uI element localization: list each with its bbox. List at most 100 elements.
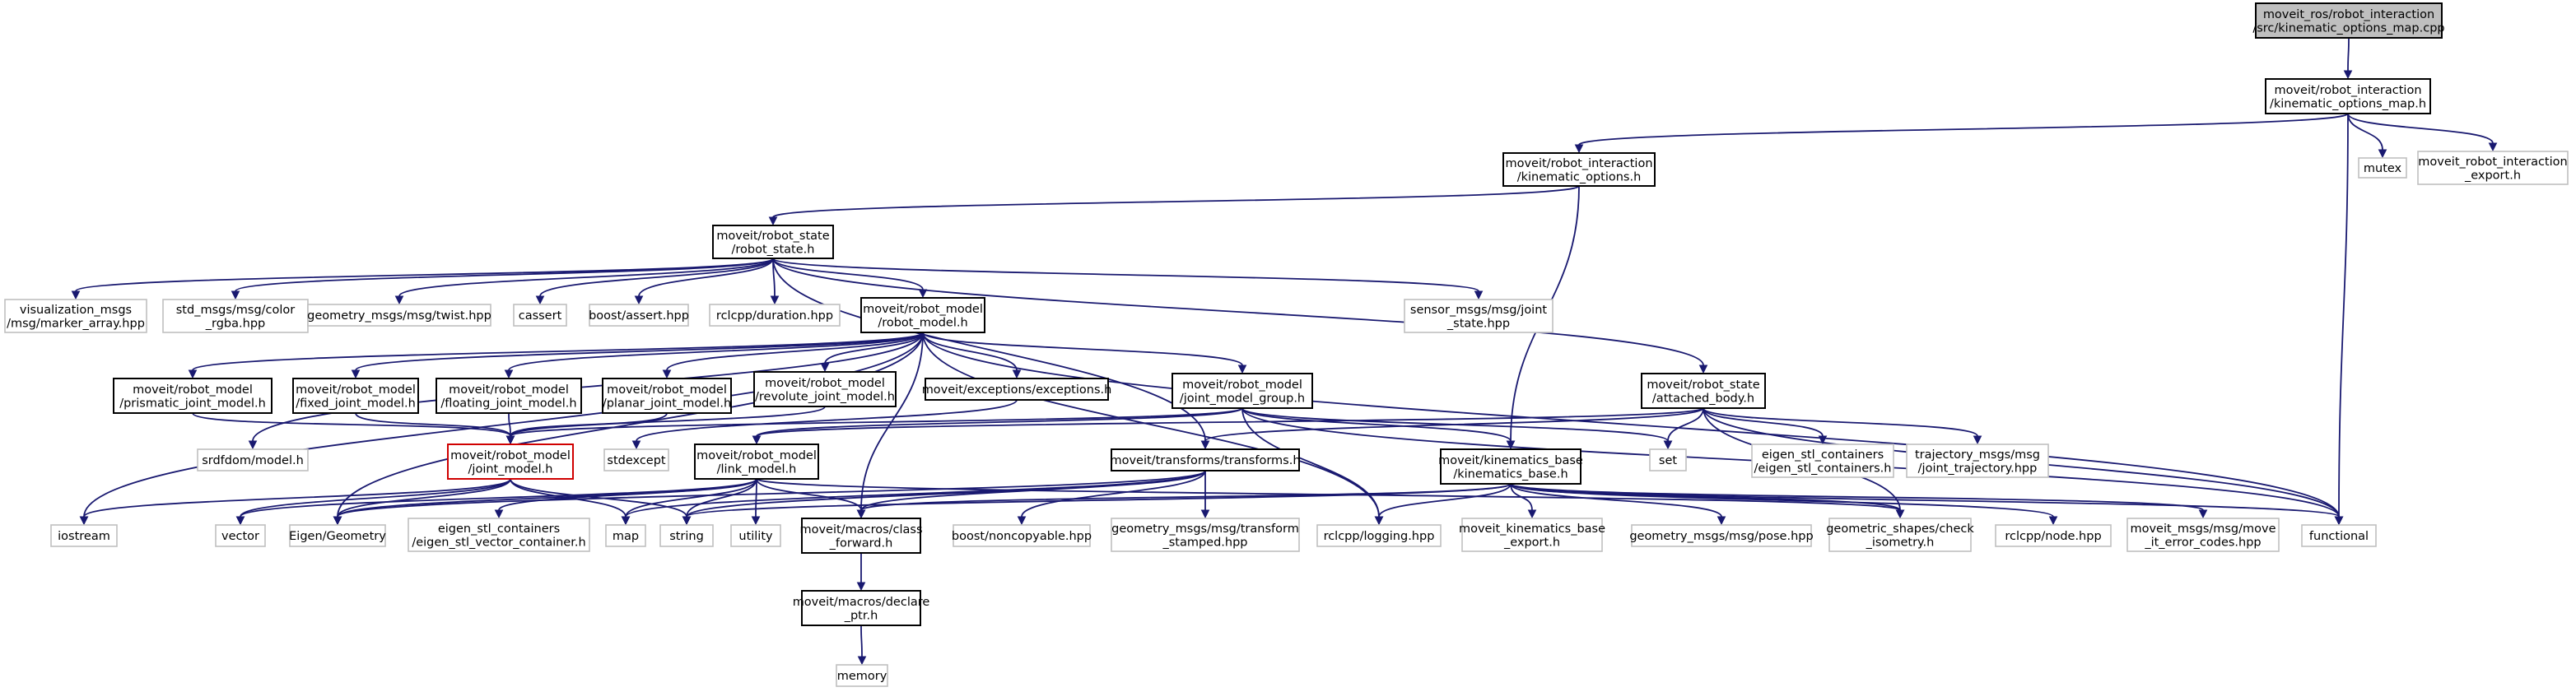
- node-kom[interactable]: moveit/robot_interaction/kinematic_optio…: [2265, 78, 2431, 114]
- edge-jm-to-iostream: [79, 478, 511, 526]
- node-logging[interactable]: rclcpp/logging.hpp: [1316, 524, 1442, 547]
- node-label-line: moveit/robot_model: [449, 383, 569, 397]
- node-traj[interactable]: trajectory_msgs/msg/joint_trajectory.hpp: [1906, 444, 2049, 478]
- node-box: [162, 299, 309, 333]
- node-root[interactable]: moveit_ros/robot_interaction/src/kinemat…: [2252, 2, 2445, 39]
- node-twist[interactable]: geometry_msgs/msg/twist.hpp: [307, 304, 491, 327]
- node-label-line: rclcpp/logging.hpp: [1324, 530, 1435, 543]
- node-ko[interactable]: moveit/robot_interaction/kinematic_optio…: [1502, 152, 1656, 187]
- node-boostassert[interactable]: boost/assert.hpp: [589, 304, 689, 327]
- node-label-line: srdfdom/model.h: [202, 454, 304, 467]
- node-label-line: /joint_model.h: [468, 462, 553, 476]
- node-label-line: /src/kinematic_options_map.cpp: [2252, 21, 2444, 35]
- node-functional[interactable]: functional: [2301, 524, 2377, 547]
- node-rs[interactable]: moveit/robot_state/robot_state.h: [712, 225, 834, 259]
- node-noncopy[interactable]: boost/noncopyable.hpp: [952, 524, 1092, 547]
- node-box: [836, 664, 888, 687]
- node-label-line: moveit/transforms/transforms.h: [1110, 454, 1300, 467]
- node-eigenvec[interactable]: eigen_stl_containers/eigen_stl_vector_co…: [408, 518, 590, 552]
- edge-rs-to-sensor: [772, 258, 1484, 300]
- node-box: [2301, 524, 2377, 547]
- node-box: [1440, 448, 1581, 485]
- node-label-line: mutex: [2364, 162, 2402, 175]
- node-pose[interactable]: geometry_msgs/msg/pose.hpp: [1629, 524, 1814, 547]
- node-label-line: trajectory_msgs/msg: [1915, 448, 2040, 462]
- node-label-line: moveit/macros/class: [799, 523, 922, 536]
- node-jmg[interactable]: moveit/robot_model/joint_model_group.h: [1172, 373, 1313, 409]
- node-box: [589, 304, 689, 327]
- node-label-line: moveit/robot_interaction: [2274, 84, 2421, 97]
- node-kb[interactable]: moveit/kinematics_base/kinematics_base.h: [1438, 448, 1583, 485]
- node-utility[interactable]: utility: [730, 524, 781, 547]
- node-declptr[interactable]: moveit/macros/declare_ptr.h: [793, 590, 930, 626]
- node-tfstamped[interactable]: geometry_msgs/msg/transform_stamped.hpp: [1111, 518, 1300, 552]
- node-label-line: /kinematics_base.h: [1453, 467, 1567, 481]
- node-vector[interactable]: vector: [215, 524, 266, 547]
- node-box: [1995, 524, 2112, 547]
- node-string[interactable]: string: [659, 524, 714, 547]
- node-jm[interactable]: moveit/robot_model/joint_model.h: [447, 444, 574, 480]
- node-label-line: boost/assert.hpp: [589, 309, 689, 323]
- node-classfwd[interactable]: moveit/macros/class_forward.h: [799, 518, 923, 554]
- node-mutex[interactable]: mutex: [2358, 157, 2407, 179]
- node-lm[interactable]: moveit/robot_model/link_model.h: [694, 444, 819, 480]
- node-exceptions[interactable]: moveit/exceptions/exceptions.h: [922, 378, 1112, 401]
- node-sensor[interactable]: sensor_msgs/msg/joint_state.hpp: [1404, 299, 1554, 333]
- node-label-line: /planar_joint_model.h: [603, 397, 731, 410]
- node-kbexport[interactable]: moveit_kinematics_base_export.h: [1459, 518, 1605, 552]
- node-box: [694, 444, 819, 480]
- edge-root-to-kom: [2343, 37, 2353, 80]
- node-label-line: _forward.h: [829, 536, 893, 550]
- node-color[interactable]: std_msgs/msg/color_rgba.hpp: [162, 299, 309, 333]
- node-checkiso[interactable]: geometric_shapes/check_isometry.h: [1826, 518, 1974, 552]
- node-stdexcept[interactable]: stdexcept: [603, 448, 669, 471]
- node-moveit_err[interactable]: moveit_msgs/msg/move_it_error_codes.hpp: [2126, 518, 2280, 552]
- node-rm[interactable]: moveit/robot_model/robot_model.h: [860, 297, 985, 333]
- node-label-line: moveit/kinematics_base: [1438, 454, 1583, 467]
- node-label-line: moveit/robot_model: [696, 449, 817, 462]
- node-vis[interactable]: visualization_msgs/msg/marker_array.hpp: [4, 299, 147, 333]
- node-map[interactable]: map: [605, 524, 646, 547]
- node-box: [1404, 299, 1554, 333]
- node-iostream[interactable]: iostream: [50, 524, 118, 547]
- node-export[interactable]: moveit_robot_interaction_export.h: [2417, 151, 2569, 185]
- edge-rm-to-iostream: [79, 332, 924, 526]
- node-label-line: moveit/robot_model: [765, 377, 885, 390]
- edge-kom-to-ko: [1574, 113, 2349, 154]
- node-label-line: /robot_state.h: [732, 243, 815, 256]
- node-label-line: moveit/robot_state: [716, 230, 829, 243]
- node-floating[interactable]: moveit/robot_model/floating_joint_model.…: [436, 378, 582, 414]
- node-srdf[interactable]: srdfdom/model.h: [197, 448, 309, 471]
- node-label-line: /prismatic_joint_model.h: [119, 397, 266, 410]
- node-eigengeo[interactable]: Eigen/Geometry: [289, 524, 386, 547]
- node-planar[interactable]: moveit/robot_model/planar_joint_model.h: [602, 378, 732, 414]
- node-label-line: /joint_trajectory.hpp: [1918, 462, 2038, 475]
- node-box: [659, 524, 714, 547]
- edge-jmg-to-jm: [505, 407, 1243, 445]
- node-duration[interactable]: rclcpp/duration.hpp: [709, 304, 841, 327]
- node-cassert[interactable]: cassert: [513, 304, 567, 327]
- node-set[interactable]: set: [1649, 448, 1687, 471]
- node-ab[interactable]: moveit/robot_state/attached_body.h: [1641, 373, 1766, 409]
- node-eigenstl[interactable]: eigen_stl_containers/eigen_stl_container…: [1751, 444, 1894, 478]
- node-box: [603, 448, 669, 471]
- node-prismatic[interactable]: moveit/robot_model/prismatic_joint_model…: [113, 378, 273, 414]
- node-transforms[interactable]: moveit/transforms/transforms.h: [1110, 448, 1301, 471]
- edge-rs-to-rm: [772, 258, 928, 299]
- node-label-line: geometry_msgs/msg/twist.hpp: [307, 309, 491, 323]
- edge-rm-to-floating: [504, 332, 924, 379]
- node-label-line: cassert: [519, 309, 562, 323]
- node-node[interactable]: rclcpp/node.hpp: [1995, 524, 2112, 547]
- node-fixed[interactable]: moveit/robot_model/fixed_joint_model.h: [292, 378, 419, 414]
- node-box: [1641, 373, 1766, 409]
- edge-transforms-to-eigengeo: [333, 470, 1206, 526]
- node-box: [408, 518, 590, 552]
- node-label-line: map: [613, 530, 639, 543]
- node-revolute[interactable]: moveit/robot_model/revolute_joint_model.…: [753, 371, 897, 407]
- node-label-line: moveit/robot_state: [1647, 379, 1759, 392]
- node-memory[interactable]: memory: [836, 664, 888, 687]
- node-box: [605, 524, 646, 547]
- node-label-line: moveit/robot_model: [863, 303, 983, 316]
- node-box: [292, 378, 419, 414]
- node-label-line: _it_error_codes.hpp: [2144, 536, 2261, 549]
